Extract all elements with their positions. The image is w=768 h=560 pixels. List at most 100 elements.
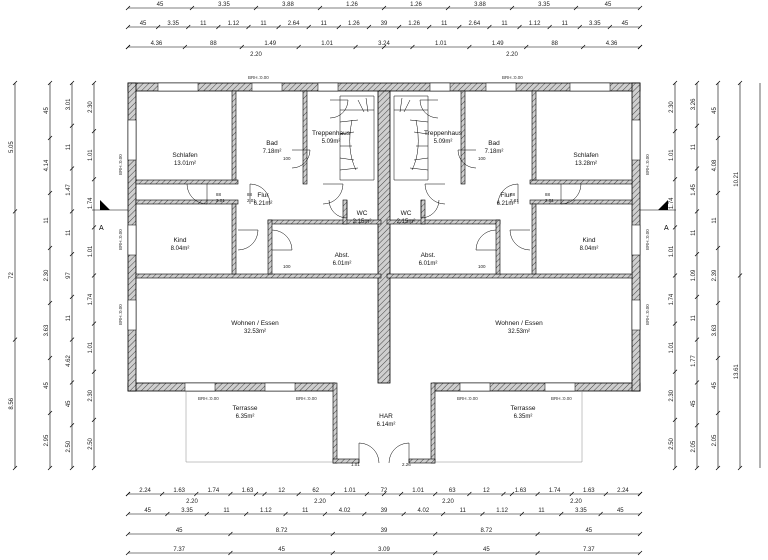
dimension-tick [283, 511, 288, 517]
room-area: 13.28m² [575, 161, 597, 167]
dimension-value: 7.37 [583, 547, 595, 553]
room-name: Treppenhaus [424, 130, 463, 137]
dimension-value: 1.09 [691, 269, 697, 281]
door-label: 100 [478, 156, 486, 161]
door-label: 100 [478, 264, 486, 269]
dimension-tick [573, 5, 579, 11]
dimension-tick [637, 24, 643, 30]
room-area: 8.04m² [171, 246, 190, 252]
dimension-tick [694, 80, 700, 86]
dimension-value: 2.05 [691, 440, 697, 452]
dimension-tick [228, 491, 233, 497]
dimension-value: 1.26 [346, 2, 358, 8]
dimension-tick [715, 465, 721, 471]
dimension-tick [535, 531, 540, 537]
dimension-value: 7.37 [173, 547, 185, 553]
dimension-tick [672, 128, 678, 134]
dimension-tick [69, 380, 75, 385]
dimension-value: 3.35 [589, 21, 601, 27]
dimension-tick [47, 410, 53, 416]
dimension-tick [243, 511, 249, 517]
dimension-tick [432, 491, 438, 497]
room-area: 13.01m² [174, 161, 196, 167]
room-name: Abst. [421, 252, 436, 259]
room-name: Flur [500, 192, 512, 199]
room-name: Schlafen [172, 152, 198, 159]
dimension-value: 1.01 [321, 41, 333, 47]
brh-label: BRH.:0.00 [551, 396, 572, 401]
dimension-tick [12, 80, 18, 86]
dimension-tick [694, 251, 700, 257]
room-area: 6.21m² [254, 201, 273, 207]
door-label: 88 [216, 192, 222, 197]
dimension-tick [426, 24, 432, 30]
section-marker-left: A [92, 200, 128, 232]
dimension-tick [558, 511, 564, 517]
dimension-tick [672, 273, 678, 278]
dimension-tick [246, 24, 251, 30]
dimension-tick [336, 24, 342, 30]
dimension-tick [91, 273, 97, 278]
room-area: 5.09m² [322, 139, 341, 145]
dimension-value: 2.20 [314, 499, 326, 505]
room-name: Terrasse [233, 405, 258, 412]
dimension-tick [165, 511, 170, 517]
staircase-right [393, 95, 429, 181]
brh-label: BRH.:0.00 [118, 154, 123, 175]
dimension-tick [672, 177, 678, 182]
dimension-tick [317, 5, 323, 11]
dimension-value: 1.74 [88, 293, 94, 305]
dimension-value: 1.26 [348, 21, 360, 27]
dimension-tick [401, 511, 406, 517]
dimension-value: 1.47 [66, 183, 72, 195]
dimension-value: 1.01 [669, 149, 675, 161]
dimension-value: 1.01 [669, 341, 675, 353]
dimension-tick [432, 550, 438, 556]
dimension-value: 4.36 [151, 41, 163, 47]
dimension-value: 3.26 [691, 98, 697, 110]
door-label: 2.01 [216, 198, 225, 203]
dimension-tick [69, 465, 75, 471]
dimension-value: 4.02 [418, 508, 430, 514]
room-area: 32.53m² [244, 329, 266, 335]
brh-labels: BRH.:0.00 BRH.:0.00 BRH.:0.00 BRH.:0.00 … [118, 75, 650, 401]
dimension-tick [396, 24, 402, 30]
dimension-value: 3.88 [282, 2, 294, 8]
dimension-tick [509, 491, 515, 497]
door-labels: 88 2.01 88 2.01 100 100 100 100 88 2.01 … [216, 156, 554, 467]
room-area: 6.35m² [514, 414, 533, 420]
dimension-tick [445, 5, 451, 11]
terrace-outline [185, 391, 583, 463]
dimension-value: 2.50 [66, 440, 72, 452]
brh-label: BRH.:0.00 [645, 229, 650, 250]
dimension-value: 4.62 [66, 355, 72, 367]
dimension-value: 3.35 [538, 2, 550, 8]
room-area: 7.18m² [263, 149, 282, 155]
brh-label: BRH.:0.00 [645, 154, 650, 175]
dimension-value: 1.01 [344, 488, 356, 494]
dimension-value: 11 [691, 229, 697, 236]
dimension-value: 45 [66, 400, 72, 407]
dimension-tick [517, 24, 522, 30]
interior-walls [135, 90, 633, 464]
dimension-value: 8.72 [481, 528, 493, 534]
room-area: 6.21m² [497, 201, 516, 207]
dimension-tick [509, 5, 515, 11]
dimension-tick [262, 491, 267, 497]
dimension-value: 11 [260, 21, 267, 27]
dimension-tick [637, 550, 643, 556]
dimension-value: 72 [9, 272, 15, 279]
dimension-tick [569, 491, 574, 497]
dimension-tick [381, 44, 387, 50]
dimension-tick [487, 24, 492, 30]
dimension-tick [12, 337, 18, 342]
dimension-tick [12, 209, 18, 214]
door-label: 88 [510, 192, 516, 197]
room-labels: Schlafen13.01m²Bad7.18m²Treppenhaus5.09m… [171, 130, 599, 428]
dimension-tick [715, 410, 721, 416]
dimension-tick [715, 245, 721, 251]
staircase-left [339, 95, 375, 181]
dimension-tick [637, 511, 643, 517]
dimension-value: 63 [449, 488, 456, 494]
